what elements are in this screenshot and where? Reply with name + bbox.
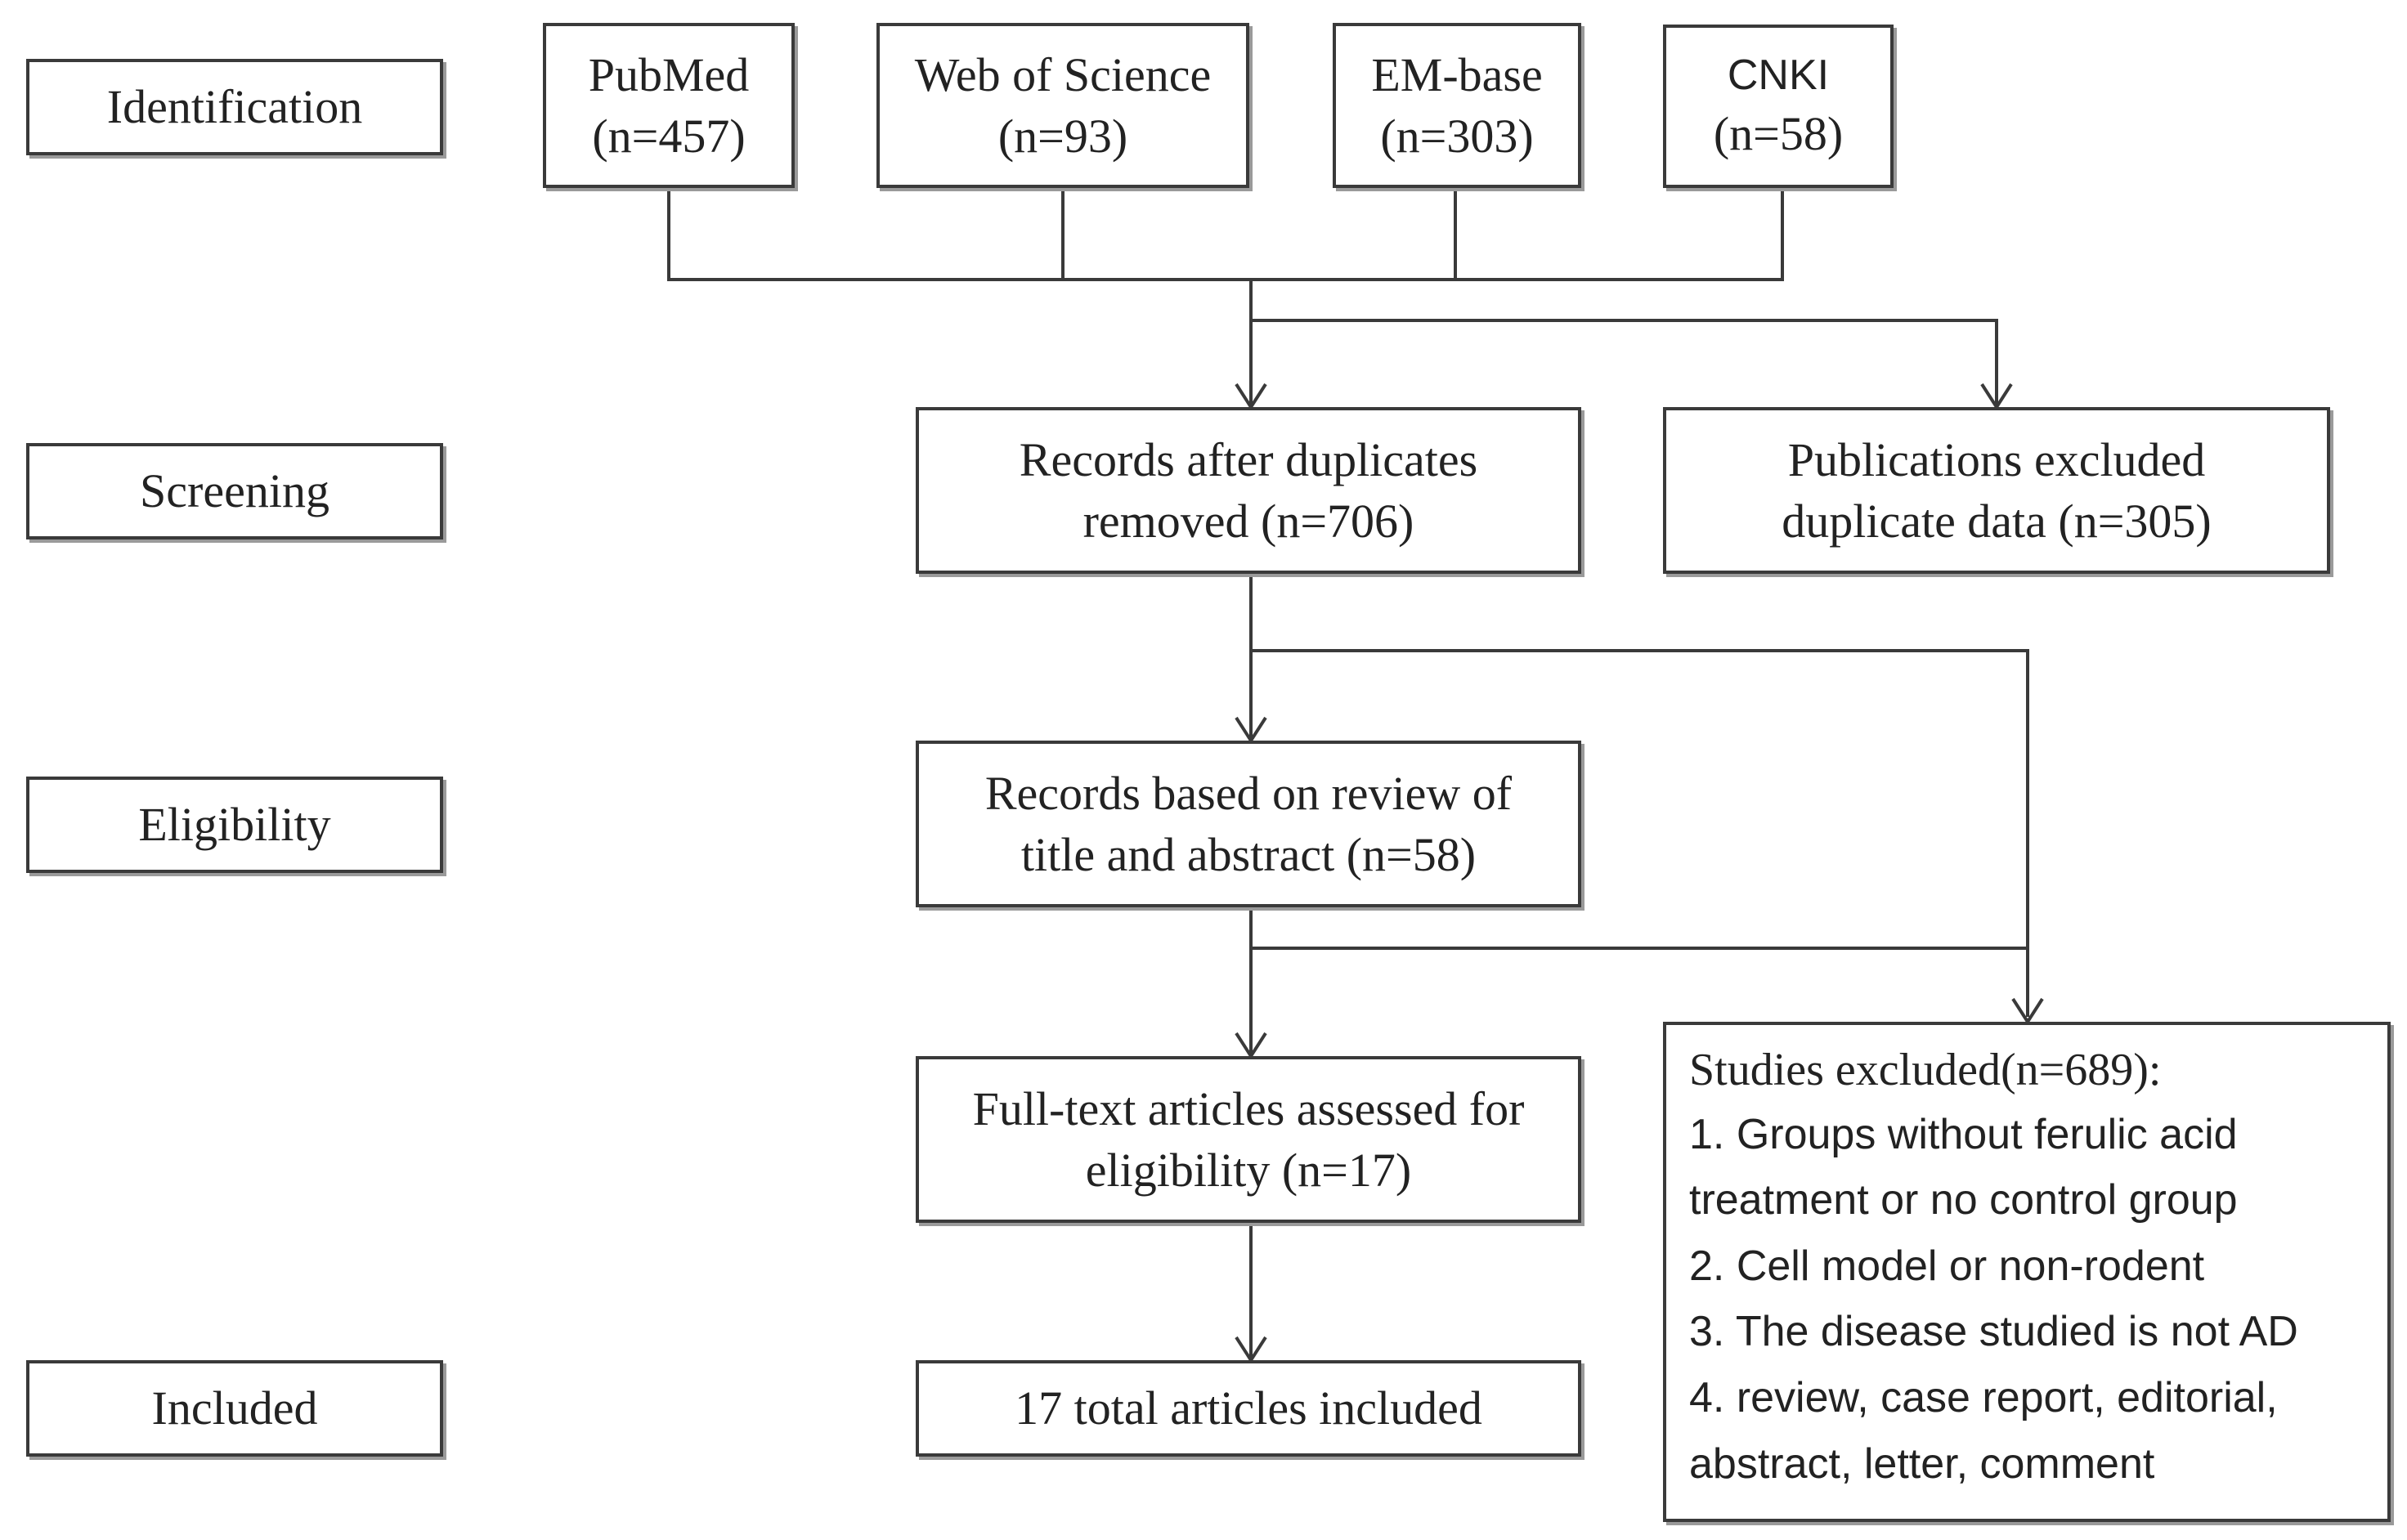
stage-screening: Screening: [26, 443, 443, 539]
source-cnki-count: (n=58): [1713, 107, 1844, 161]
source-cnki-name: CNKI: [1727, 51, 1830, 99]
stage-included-label: Included: [151, 1381, 318, 1435]
fulltext-assessed-line1: Full-text articles assessed for: [972, 1081, 1525, 1135]
source-web-of-science-count: (n=93): [997, 110, 1128, 163]
studies-excluded-line: 1. Groups without ferulic acid: [1689, 1110, 2238, 1158]
records-after-duplicates-line1: Records after duplicates: [1019, 432, 1478, 486]
publications-excluded-box: Publications excluded duplicate data (n=…: [1663, 407, 2330, 574]
stage-identification: Identification: [26, 59, 443, 155]
stage-screening-label: Screening: [140, 464, 329, 518]
source-web-of-science: Web of Science (n=93): [876, 23, 1249, 188]
source-embase: EM-base (n=303): [1333, 23, 1581, 188]
publications-excluded-line2: duplicate data (n=305): [1782, 495, 2212, 548]
records-after-duplicates-line2: removed (n=706): [1082, 495, 1414, 548]
stage-identification-label: Identification: [106, 80, 363, 134]
records-review-line2: title and abstract (n=58): [1020, 828, 1477, 881]
studies-excluded-line: 2. Cell model or non-rodent: [1689, 1242, 2205, 1290]
stage-eligibility: Eligibility: [26, 777, 443, 873]
studies-excluded-line: 3. The disease studied is not AD: [1689, 1308, 2298, 1356]
total-included-box: 17 total articles included: [916, 1360, 1581, 1457]
records-after-duplicates-box: Records after duplicates removed (n=706): [916, 407, 1581, 574]
publications-excluded-line1: Publications excluded: [1787, 432, 2206, 486]
stage-included: Included: [26, 1360, 443, 1457]
studies-excluded-box: Studies excluded(n=689): 1. Groups witho…: [1663, 1022, 2391, 1522]
source-embase-count: (n=303): [1380, 110, 1534, 163]
source-pubmed: PubMed (n=457): [543, 23, 795, 188]
source-pubmed-name: PubMed: [588, 47, 750, 101]
source-cnki: CNKI (n=58): [1663, 25, 1894, 188]
studies-excluded-line: 4. review, case report, editorial,: [1689, 1373, 2278, 1421]
records-review-line1: Records based on review of: [984, 766, 1513, 820]
source-embase-name: EM-base: [1371, 47, 1543, 101]
fulltext-assessed-box: Full-text articles assessed for eligibil…: [916, 1056, 1581, 1223]
total-included-label: 17 total articles included: [1015, 1381, 1482, 1435]
studies-excluded-line: treatment or no control group: [1689, 1176, 2238, 1224]
studies-excluded-line: abstract, letter, comment: [1689, 1439, 2155, 1488]
studies-excluded-header: Studies excluded(n=689):: [1689, 1045, 2162, 1095]
fulltext-assessed-line2: eligibility (n=17): [1085, 1144, 1412, 1197]
records-review-box: Records based on review of title and abs…: [916, 741, 1581, 907]
source-web-of-science-name: Web of Science: [914, 47, 1212, 101]
stage-eligibility-label: Eligibility: [138, 798, 331, 852]
source-pubmed-count: (n=457): [592, 110, 746, 163]
